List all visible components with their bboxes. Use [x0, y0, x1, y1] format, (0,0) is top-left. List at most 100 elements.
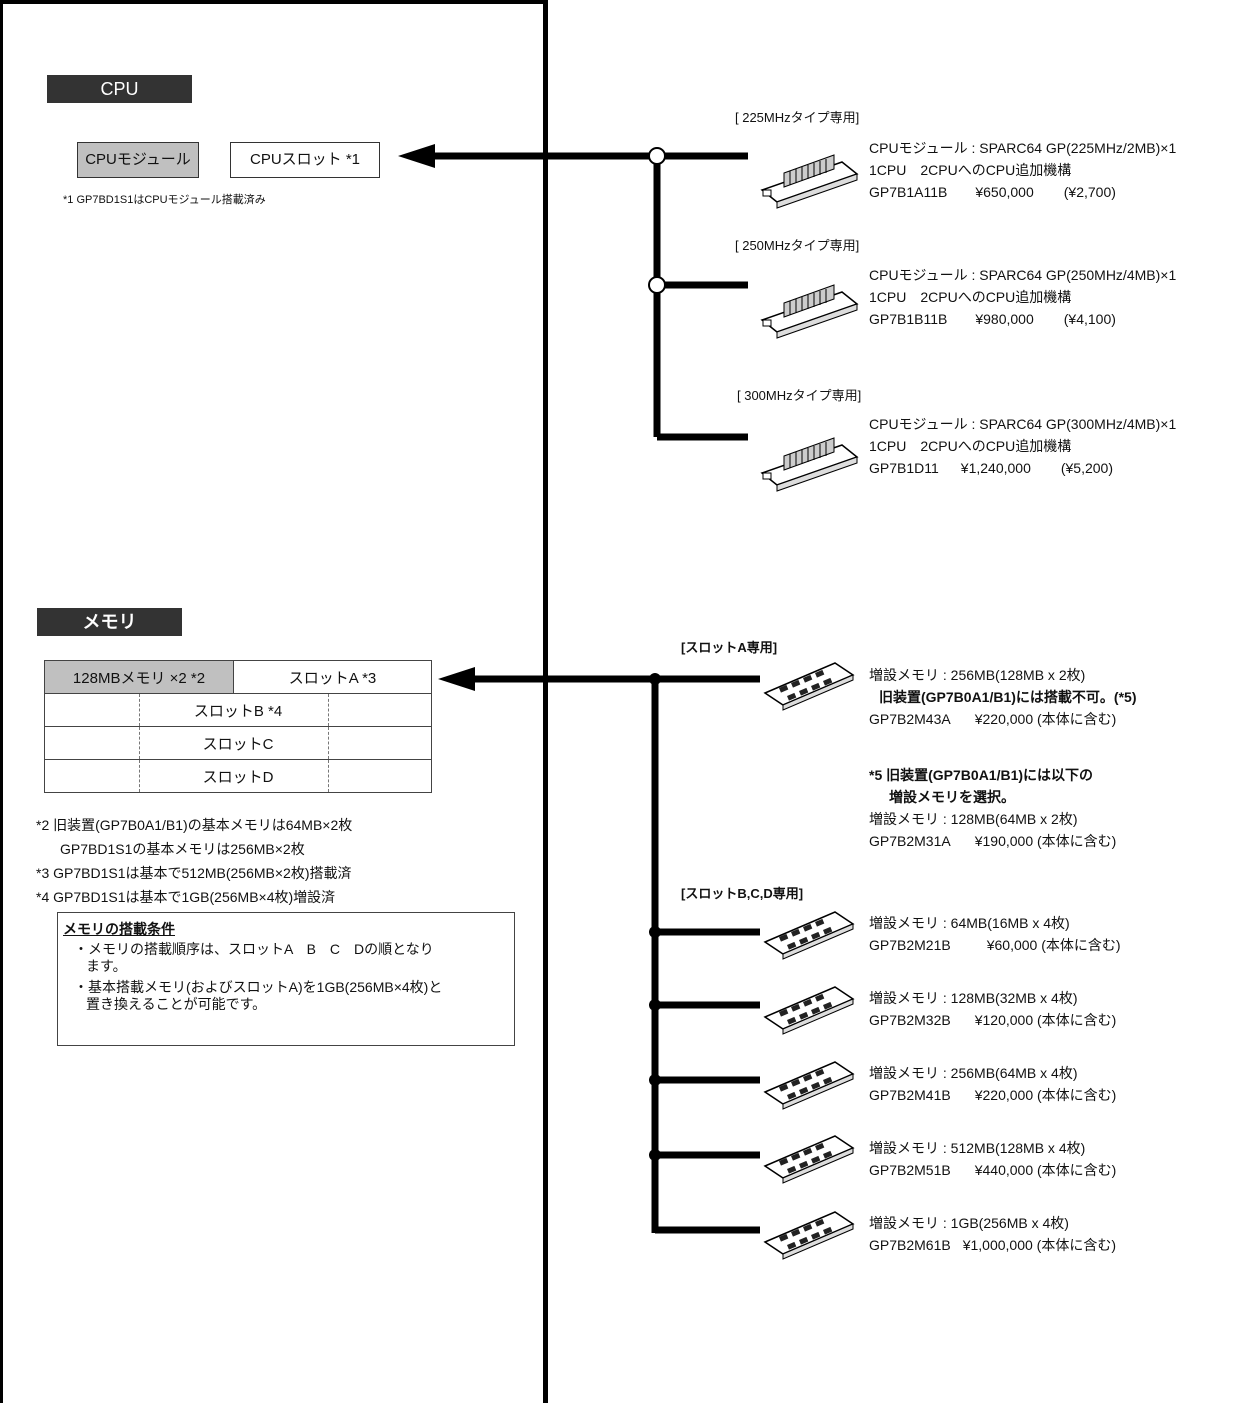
- slot-a-cell: スロットA *3: [233, 660, 432, 694]
- cpu-option-details: CPUモジュール : SPARC64 GP(300MHz/4MB)×1 1CPU…: [869, 413, 1176, 479]
- cpu-option-line1: CPUモジュール : SPARC64 GP(250MHz/4MB)×1: [869, 267, 1177, 283]
- monthly-price: (¥2,700): [1063, 184, 1116, 200]
- slot-bcd-only-label: [スロットB,C,D専用]: [681, 886, 804, 901]
- price: ¥1,240,000: [960, 460, 1031, 476]
- note-5-line2: 増設メモリを選択。: [889, 789, 1015, 805]
- memory-option-line1: 増設メモリ : 64MB(16MB x 4枚): [869, 915, 1070, 931]
- part-number: GP7B2M43A: [869, 711, 951, 727]
- cpu-option-price-row: GP7B1B11B ¥980,000 (¥4,100): [869, 308, 1176, 330]
- cpu-option-details: CPUモジュール : SPARC64 GP(225MHz/2MB)×1 1CPU…: [869, 137, 1176, 203]
- memory-option-price-row: GP7B2M43A¥220,000 (本体に含む): [869, 708, 1136, 730]
- table-divider: [139, 727, 140, 759]
- slot-bcd-option: 増設メモリ : 512MB(128MB x 4枚) GP7B2M51B ¥440,…: [869, 1137, 1116, 1181]
- cpu-footnote: *1 GP7BD1S1はCPUモジュール搭載済み: [63, 194, 266, 206]
- memory-option-line1: 増設メモリ : 128MB(32MB x 4枚): [869, 990, 1078, 1006]
- slot-c-label: スロットC: [202, 735, 274, 753]
- slot-b-label: スロットB *4: [193, 702, 283, 720]
- table-divider: [328, 760, 329, 792]
- price: ¥120,000 (本体に含む): [974, 1012, 1117, 1028]
- price: ¥980,000: [975, 311, 1034, 327]
- part-number: GP7B1A11B: [869, 184, 948, 200]
- memory-module-image: [764, 911, 854, 960]
- memory-module-image: [764, 1061, 854, 1110]
- monthly-price: (¥4,100): [1063, 311, 1116, 327]
- part-number: GP7B2M41B: [869, 1087, 951, 1103]
- monthly-price: (¥5,200): [1060, 460, 1114, 476]
- unit-frame-top: [0, 0, 548, 4]
- memory-note-4: *4 GP7BD1S1は基本で1GB(256MB×4枚)増設済: [36, 889, 336, 905]
- cpu-option-details: CPUモジュール : SPARC64 GP(250MHz/4MB)×1 1CPU…: [869, 264, 1176, 330]
- memory-slot-table: 128MBメモリ ×2 *2 スロットA *3 スロットB *4 スロットC ス…: [44, 660, 432, 793]
- memory-option-line2: 旧装置(GP7B0A1/B1)には搭載不可。(*5): [879, 689, 1137, 705]
- memory-option-line1: 増設メモリ : 256MB(128MB x 2枚): [869, 667, 1086, 683]
- cpu-option-price-row: GP7B1D11 ¥1,240,000 (¥5,200): [869, 457, 1176, 479]
- memory-module-image: [764, 662, 854, 711]
- memory-note-2b: GP7BD1S1の基本メモリは256MB×2枚: [60, 841, 305, 857]
- slot-d-cell: スロットD: [44, 759, 432, 793]
- cpu-module-box: CPUモジュール: [77, 142, 199, 178]
- cpu-option-line1: CPUモジュール : SPARC64 GP(225MHz/2MB)×1: [869, 140, 1177, 156]
- unit-frame-left: [0, 0, 3, 1403]
- note-5-line1: *5 旧装置(GP7B0A1/B1)には以下の: [869, 767, 1094, 783]
- memory-condition-line: ・メモリの搭載順序は、スロットA B C Dの順となり: [74, 941, 434, 957]
- slot-bcd-option: 増設メモリ : 1GB(256MB x 4枚) GP7B2M61B¥1,000,…: [869, 1212, 1116, 1256]
- memory-module-image: [764, 1135, 854, 1184]
- slot-a-only-label: [スロットA専用]: [681, 640, 778, 655]
- cpu-section-header: CPU: [47, 75, 192, 103]
- table-divider: [139, 694, 140, 726]
- slot-d-label: スロットD: [202, 768, 274, 786]
- note-5-line3: 増設メモリ : 128MB(64MB x 2枚): [869, 811, 1078, 827]
- memory-section-header: メモリ: [37, 608, 182, 636]
- slot-bcd-option: 増設メモリ : 128MB(32MB x 4枚) GP7B2M32B ¥120,0…: [869, 987, 1116, 1031]
- table-divider: [139, 760, 140, 792]
- memory-connector: [438, 667, 760, 1234]
- slot-b-cell: スロットB *4: [44, 693, 432, 727]
- base-memory-cell: 128MBメモリ ×2 *2: [44, 660, 234, 694]
- cpu-option-type-label: [ 300MHzタイプ専用]: [737, 388, 862, 403]
- part-number: GP7B2M51B: [869, 1162, 951, 1178]
- cpu-option-type-label: [ 250MHzタイプ専用]: [735, 238, 860, 253]
- price: ¥1,000,000 (本体に含む): [962, 1237, 1117, 1253]
- price: ¥190,000 (本体に含む): [974, 833, 1117, 849]
- part-number: GP7B2M31A: [869, 833, 951, 849]
- unit-frame-right: [543, 0, 548, 1403]
- cpu-option-line2: 1CPU 2CPUへのCPU追加機構: [869, 438, 1072, 454]
- cpu-module-image: [761, 437, 858, 492]
- slot-bcd-option: 増設メモリ : 256MB(64MB x 4枚) GP7B2M41B¥220,0…: [869, 1062, 1116, 1106]
- memory-option-price-row: GP7B2M51B ¥440,000 (本体に含む): [869, 1159, 1116, 1181]
- cpu-option-line2: 1CPU 2CPUへのCPU追加機構: [869, 162, 1072, 178]
- cpu-module-image: [761, 154, 858, 209]
- cpu-option-type-label: [ 225MHzタイプ専用]: [735, 110, 860, 125]
- memory-note-2: *2 旧装置(GP7B0A1/B1)の基本メモリは64MB×2枚: [36, 817, 353, 833]
- memory-conditions-title: メモリの搭載条件: [63, 921, 175, 937]
- price: ¥220,000 (本体に含む): [974, 1087, 1117, 1103]
- memory-option-price-row: GP7B2M61B ¥1,000,000 (本体に含む): [869, 1234, 1116, 1256]
- memory-option-price-row: GP7B2M21B¥60,000 (本体に含む): [869, 934, 1121, 956]
- memory-conditions-box: メモリの搭載条件 ・メモリの搭載順序は、スロットA B C Dの順となり ます。…: [57, 912, 515, 1046]
- memory-condition-line: ます。: [86, 958, 127, 974]
- part-number: GP7B1D11: [869, 460, 939, 476]
- cpu-option-price-row: GP7B1A11B ¥650,000 (¥2,700): [869, 181, 1176, 203]
- table-row: スロットD: [44, 759, 432, 793]
- memory-module-image: [764, 1211, 854, 1260]
- memory-option-price-row: GP7B2M32B ¥120,000 (本体に含む): [869, 1009, 1116, 1031]
- part-number: GP7B2M32B: [869, 1012, 951, 1028]
- table-divider: [328, 694, 329, 726]
- memory-condition-line: 置き換えることが可能です。: [86, 996, 267, 1012]
- slot-a-option-details: 増設メモリ : 256MB(128MB x 2枚) 旧装置(GP7B0A1/B1…: [869, 664, 1136, 730]
- memory-option-line1: 増設メモリ : 512MB(128MB x 4枚): [869, 1140, 1086, 1156]
- table-row: 128MBメモリ ×2 *2 スロットA *3: [44, 660, 432, 694]
- price: ¥440,000 (本体に含む): [974, 1162, 1117, 1178]
- cpu-option-line2: 1CPU 2CPUへのCPU追加機構: [869, 289, 1072, 305]
- price: ¥650,000: [975, 184, 1034, 200]
- cpu-slot-box: CPUスロット *1: [230, 142, 380, 178]
- part-number: GP7B2M61B: [869, 1237, 951, 1253]
- part-number: GP7B2M21B: [869, 937, 951, 953]
- part-number: GP7B1B11B: [869, 311, 948, 327]
- memory-option-price-row: GP7B2M41B ¥220,000 (本体に含む): [869, 1084, 1116, 1106]
- note-5-price-row: GP7B2M31A ¥190,000 (本体に含む): [869, 830, 1116, 852]
- memory-module-image: [764, 986, 854, 1035]
- memory-condition-line: ・基本搭載メモリ(およびスロットA)を1GB(256MB×4枚)と: [74, 979, 443, 995]
- memory-note-3: *3 GP7BD1S1は基本で512MB(256MB×2枚)搭載済: [36, 865, 352, 881]
